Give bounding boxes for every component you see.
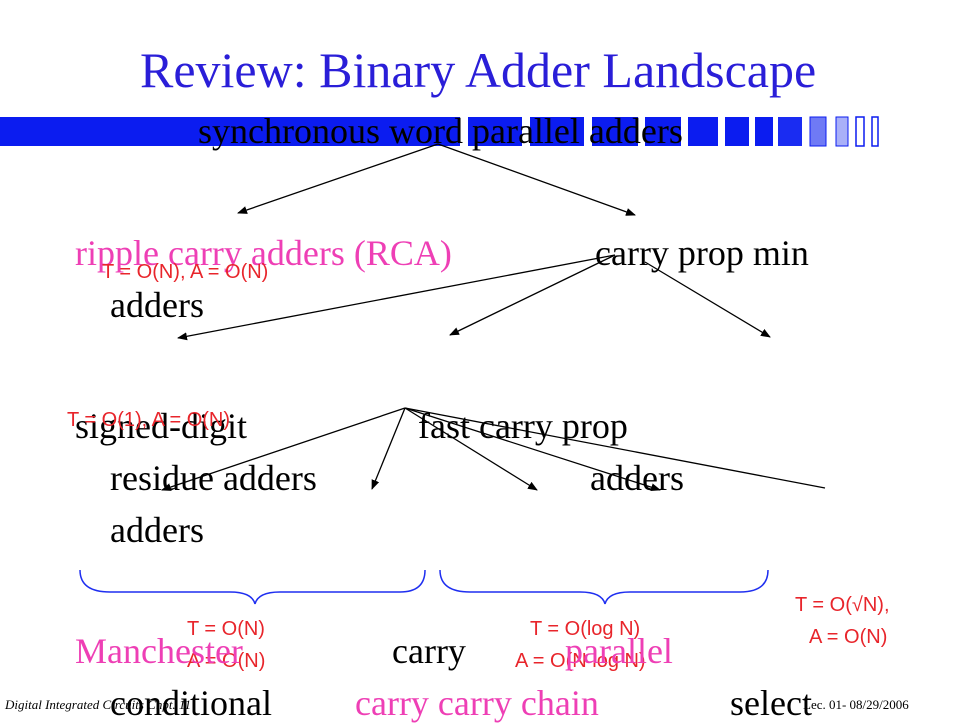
arrow-fast-to-carry [371, 407, 406, 490]
node-cpm-line2: adders [110, 285, 204, 325]
node-fast-line1: fast carry prop [418, 406, 628, 446]
complexity-ripple-area: A = O(N) [187, 650, 266, 672]
node-rca: ripple carry adders (RCA) [75, 233, 452, 273]
node-root: synchronous word parallel adders [198, 111, 683, 151]
footer-course: Digital Integrated Circuits Chpt. 11 [5, 697, 191, 712]
node-carry: carry [392, 631, 466, 671]
line-fast-to-select [404, 407, 826, 489]
complexity-sqrt-area: A = O(N) [809, 626, 888, 648]
node-parallel: parallel [565, 631, 673, 671]
node-manchester: Manchester [75, 631, 243, 671]
node-cpm-line1: carry prop min [595, 233, 809, 273]
bar-seg-8 [778, 117, 802, 146]
complexity-log-time: T = O(log N) [530, 618, 641, 640]
complexity-ripple-time: T = O(N) [187, 618, 265, 640]
complexity-rca: T = O(N), A = O(N) [102, 261, 269, 283]
arrow-root-to-cpm [437, 143, 636, 216]
brace-left [79, 569, 426, 605]
bar-seg-11 [855, 116, 865, 147]
arrow-root-to-rca [237, 143, 439, 214]
node-residue-line1: residue adders [110, 458, 317, 498]
bar-seg-9 [809, 116, 827, 147]
bar-seg-6 [725, 117, 749, 146]
arrow-fast-to-manchester [161, 407, 406, 491]
slide-title: Review: Binary Adder Landscape [140, 42, 817, 98]
footer-lecture: Lec. 01- 08/29/2006 [803, 697, 909, 712]
bar-seg-1 [468, 117, 522, 146]
bar-seg-10 [835, 116, 849, 147]
node-residue-line2: adders [110, 510, 204, 550]
complexity-log-area: A = O(N log N) [515, 650, 646, 672]
arrow-cpm-to-fast [644, 261, 771, 338]
brace-right [439, 569, 769, 605]
bar-seg-2 [530, 117, 584, 146]
arrow-cpm-to-signed [177, 254, 616, 341]
complexity-sqrt-time: T = O(√N), [795, 594, 890, 616]
arrow-fast-to-parallel [404, 407, 661, 492]
node-signed-digit: signed-digit [75, 406, 247, 446]
node-select: select [730, 683, 812, 723]
arrow-cpm-to-residue [449, 254, 616, 336]
node-fast-line2: adders [590, 458, 684, 498]
bar-seg-4 [645, 117, 681, 146]
bar-seg-12 [871, 116, 879, 147]
complexity-signed: T = O(1), A = O(N) [67, 409, 231, 431]
bar-seg-5 [688, 117, 718, 146]
node-carry-chain: carry carry chain [355, 683, 599, 723]
bar-seg-7 [755, 117, 773, 146]
node-conditional: conditional [110, 683, 272, 723]
arrow-fast-to-chain [404, 407, 538, 491]
bar-seg-3 [592, 117, 638, 146]
bar-long [0, 117, 460, 146]
